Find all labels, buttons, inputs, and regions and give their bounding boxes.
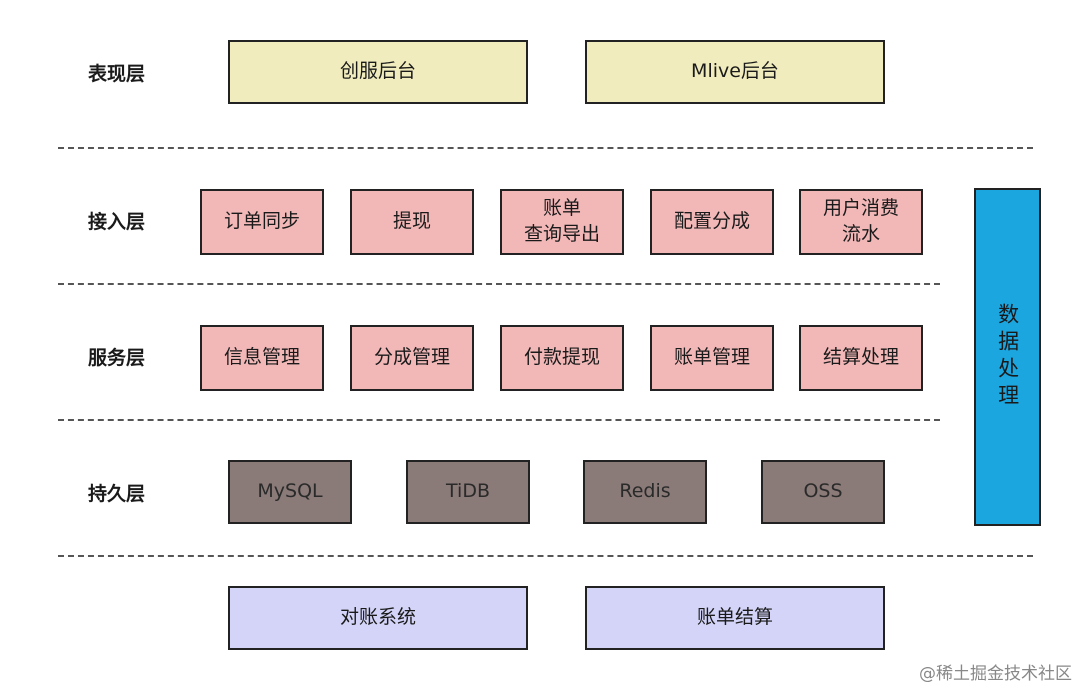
persistence-box-tidb: TiDB	[406, 460, 530, 524]
layer-label-service: 服务层	[88, 347, 146, 369]
layer-label-access: 接入层	[88, 211, 146, 233]
access-box: 配置分成	[650, 189, 774, 255]
access-box: 提现	[350, 189, 474, 255]
service-box: 账单管理	[650, 325, 774, 391]
layer-label-persistence: 持久层	[88, 483, 146, 505]
access-box: 订单同步	[200, 189, 324, 255]
layer-label-presentation: 表现层	[88, 63, 146, 85]
persistence-box-oss: OSS	[761, 460, 885, 524]
layer-divider	[58, 419, 940, 421]
access-box: 账单 查询导出	[500, 189, 624, 255]
presentation-box: 创服后台	[228, 40, 528, 104]
access-box: 用户消费 流水	[799, 189, 923, 255]
service-box: 信息管理	[200, 325, 324, 391]
persistence-box-mysql: MySQL	[228, 460, 352, 524]
layer-divider	[58, 283, 940, 285]
service-box: 付款提现	[500, 325, 624, 391]
bottom-box-reconciliation: 对账系统	[228, 586, 528, 650]
service-box: 分成管理	[350, 325, 474, 391]
service-box: 结算处理	[799, 325, 923, 391]
persistence-box-redis: Redis	[583, 460, 707, 524]
presentation-box: Mlive后台	[585, 40, 885, 104]
data-processing-box: 数据处理	[974, 188, 1041, 526]
bottom-box-settlement: 账单结算	[585, 586, 885, 650]
watermark: @稀土掘金技术社区	[919, 664, 1072, 684]
layer-divider	[58, 147, 1033, 149]
layer-divider	[58, 555, 1033, 557]
